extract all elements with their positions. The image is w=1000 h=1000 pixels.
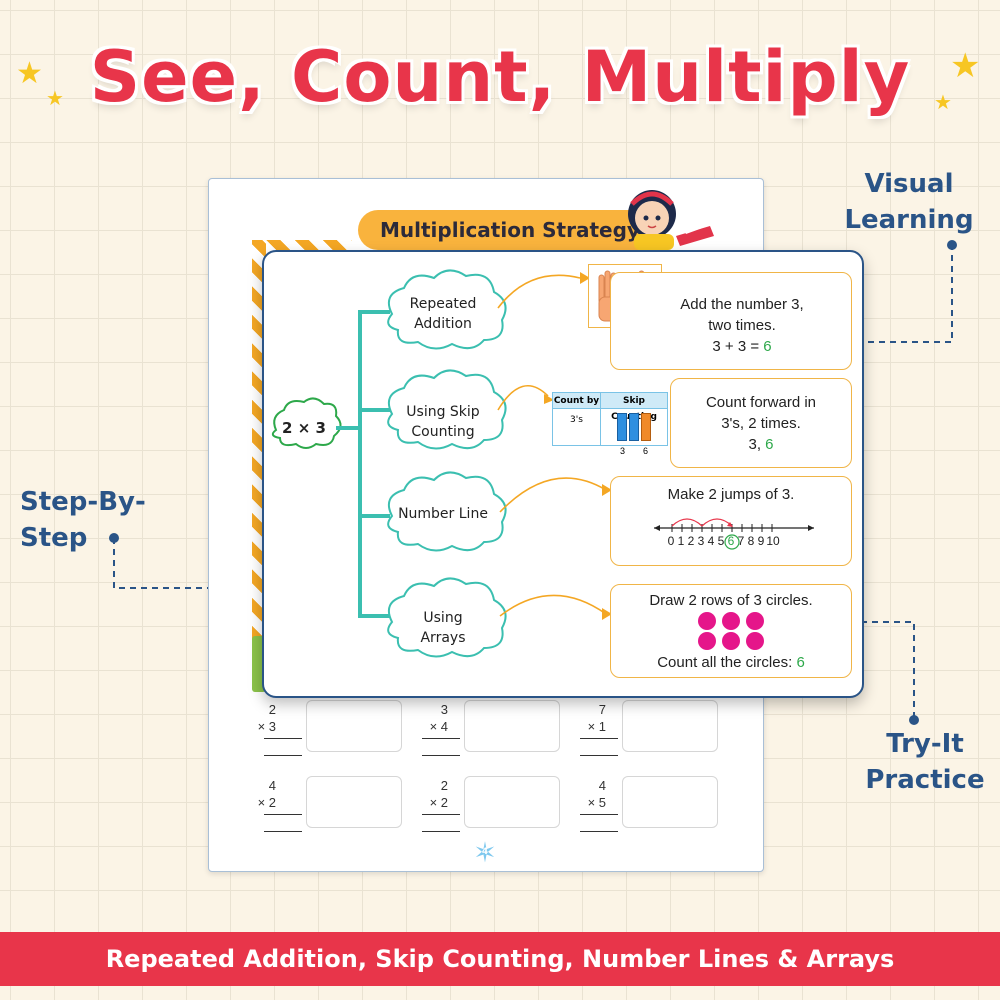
strategy-description: Make 2 jumps of 3. (667, 486, 795, 503)
page-number: 4 (481, 847, 489, 857)
answer-box[interactable] (464, 776, 560, 828)
strategy-description: Add the number 3, two times. 3 + 3 = 6 (680, 296, 804, 355)
strategy-description: Draw 2 rows of 3 circles. (649, 592, 813, 609)
table-header: Skip Counting (611, 396, 657, 422)
answer-box[interactable] (306, 776, 402, 828)
try-it-practice-label: Try-It Practice (865, 729, 985, 795)
connector-dot (947, 240, 957, 250)
array-circle (746, 612, 764, 630)
strategy-box-number-line (610, 476, 852, 566)
strategy-name: Number Line (398, 506, 488, 522)
connector-dot (109, 533, 119, 543)
skip-counting-table: Count by Skip Counting 3's (552, 392, 668, 446)
answer-box[interactable] (464, 700, 560, 752)
star-icon: ★ (16, 56, 43, 91)
array-circle (698, 632, 716, 650)
visual-learning-label: Visual Learning (844, 169, 974, 235)
answer-box[interactable] (622, 700, 718, 752)
strategy-description: Count all the circles: 6 (657, 654, 805, 671)
strategy-box-skip-counting (670, 378, 852, 468)
table-cell: 3's (553, 409, 601, 445)
skip-mark: 3 (620, 446, 626, 456)
practice-problem: 3 × 4 (396, 702, 460, 756)
skip-mark: 6 (643, 446, 649, 456)
number-line-labels: 0 1 2 3 4 5 6 7 8 9 10 (667, 534, 780, 548)
star-badge-icon: ✶ (473, 836, 497, 869)
array-circle (698, 612, 716, 630)
practice-problem: 4 × 5 (558, 778, 618, 832)
strategy-tree (271, 269, 612, 658)
array-circle (722, 632, 740, 650)
skip-blocks (601, 409, 667, 445)
array-circle (746, 632, 764, 650)
circle-array (698, 612, 768, 652)
bottom-banner: Repeated Addition, Skip Counting, Number… (0, 932, 1000, 986)
practice-problem: 2 × 2 (396, 778, 460, 832)
strategy-name: Repeated Addition (409, 296, 477, 332)
star-icon: ★ (934, 90, 952, 114)
number-line: 0 1 2 3 4 5 6 7 8 9 10 (650, 510, 818, 552)
number-line-graphic (654, 518, 814, 550)
strategy-name: Using Arrays (420, 610, 466, 646)
practice-problem: 7 × 1 (558, 702, 618, 756)
table-header: Count by (553, 393, 601, 408)
practice-problem: 2 × 3 (236, 702, 302, 756)
practice-problem: 4 × 2 (236, 778, 302, 832)
step-by-step-label: Step-By-Step (20, 487, 146, 553)
strategy-box-arrays (610, 584, 852, 678)
girl-reading-illustration (628, 190, 714, 250)
answer-box[interactable] (306, 700, 402, 752)
page-number-star: ✶ 4 (470, 836, 500, 870)
connector-dot (909, 715, 919, 725)
array-circle (722, 612, 740, 630)
strategy-box-repeated-addition (610, 272, 852, 370)
strategy-description: Count forward in 3's, 2 times. 3, 6 (705, 394, 817, 453)
strategy-name: Using Skip Counting (406, 404, 480, 440)
root-expression: 2 × 3 (282, 419, 326, 437)
headline: See, Count, Multiply (89, 36, 911, 118)
star-icon: ★ (950, 46, 981, 86)
star-icon: ★ (46, 86, 64, 110)
answer-box[interactable] (622, 776, 718, 828)
worksheet-title: Multiplication Strategy (358, 210, 658, 250)
